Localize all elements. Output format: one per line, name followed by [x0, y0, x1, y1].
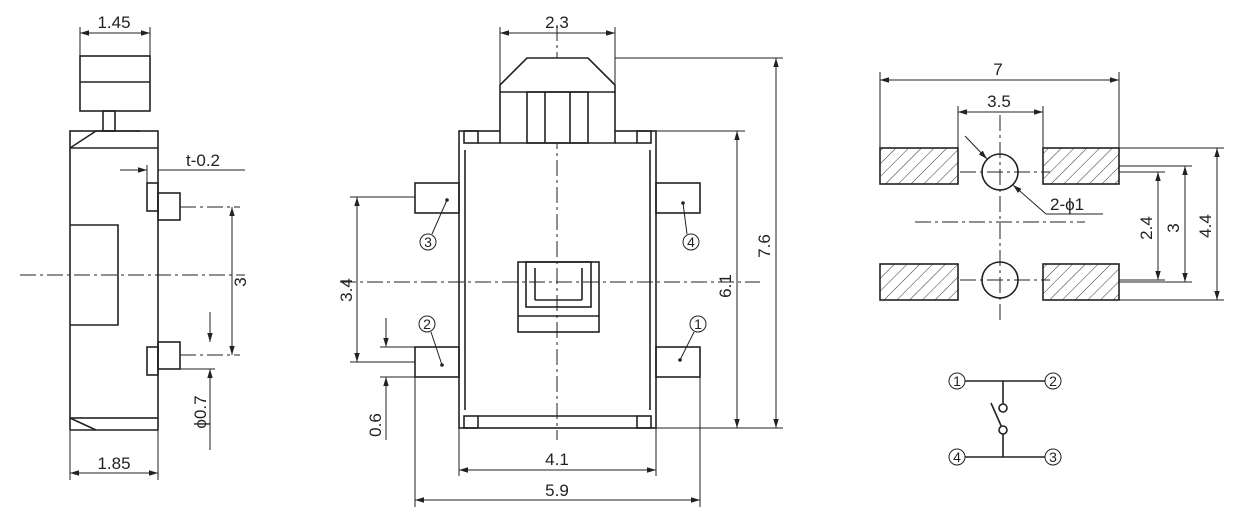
dim-body-width: 4.1 — [545, 450, 569, 469]
pin-4-number: 4 — [687, 234, 695, 250]
pin-3-label: 3 — [419, 198, 449, 251]
sch-pin-1: 1 — [953, 373, 961, 389]
dim-body-height: 6.1 — [716, 274, 735, 298]
dim-actuator-width: 2.3 — [545, 13, 569, 32]
dim-fp-hole-spacing: 3.5 — [987, 92, 1011, 111]
dim-terminal-thickness: 0.6 — [366, 413, 385, 437]
side-view: 1.45 t-0.2 3 ϕ0.7 1.85 — [20, 13, 250, 480]
dim-side-bottom-width: 1.85 — [97, 454, 130, 473]
pin-4-label: 4 — [681, 201, 700, 251]
dim-side-thickness: t-0.2 — [186, 151, 220, 170]
dim-side-pin-diameter: ϕ0.7 — [191, 395, 210, 428]
dim-overall-height: 7.6 — [755, 234, 774, 258]
dim-fp-overall-height: 4.4 — [1196, 214, 1215, 238]
pin-1-number: 1 — [694, 316, 702, 332]
dim-side-top-width: 1.45 — [97, 13, 130, 32]
dim-terminal-pitch: 3.4 — [337, 278, 356, 302]
dim-overall-width: 5.9 — [545, 481, 569, 500]
dim-fp-pad-pitch: 3 — [1164, 223, 1183, 232]
pin-2-label: 2 — [418, 315, 444, 367]
pin-2-number: 2 — [423, 316, 431, 332]
sch-pin-3: 3 — [1049, 449, 1057, 465]
dim-fp-overall-width: 7 — [993, 60, 1002, 79]
dim-side-pin-pitch: 3 — [231, 277, 250, 286]
pcb-footprint: 7 3.5 2-ϕ1 2.4 3 4.4 — [879, 60, 1224, 320]
pin-3-number: 3 — [424, 234, 432, 250]
dim-fp-holes: 2-ϕ1 — [1050, 195, 1084, 214]
sch-pin-4: 4 — [953, 449, 961, 465]
pin-1-label: 1 — [678, 315, 707, 362]
sch-pin-2: 2 — [1049, 373, 1057, 389]
switch-schematic: 1 2 4 3 — [948, 372, 1062, 466]
dim-fp-hole-pitch: 2.4 — [1137, 216, 1156, 240]
top-view: 3 4 2 1 2.3 3.4 — [337, 13, 783, 507]
